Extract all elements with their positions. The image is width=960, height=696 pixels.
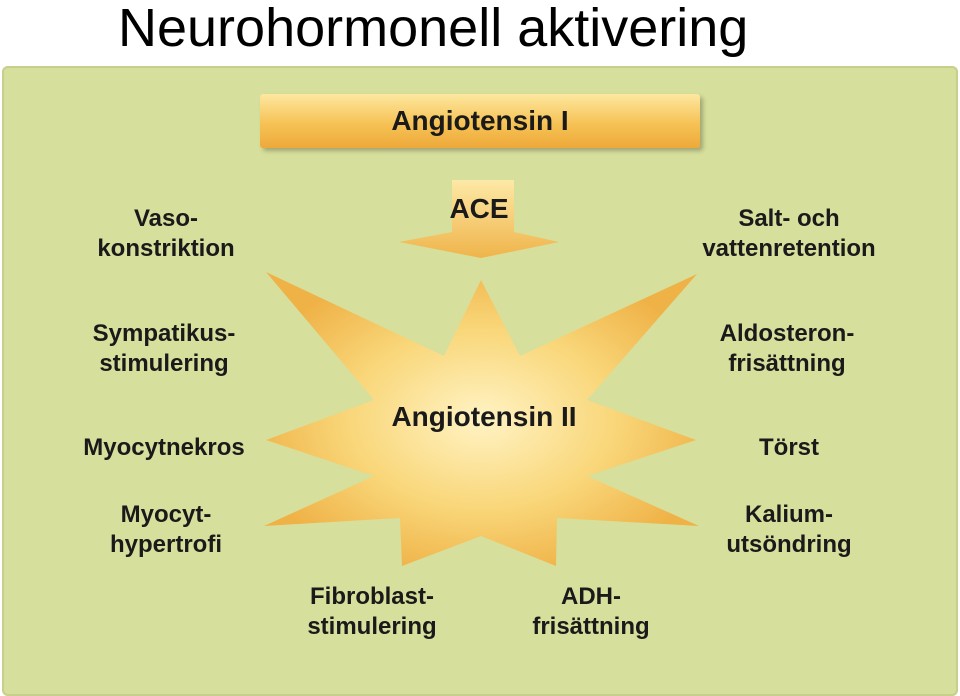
effect-sympatikusstimulering: Sympatikus- stimulering [92,320,236,377]
effect-adhfrisattning: ADH- frisättning [532,583,650,640]
diagram-panel: Angiotensin I ACE Angiotensin II Vaso- k… [2,66,958,696]
ace-arrow [399,180,559,258]
effect-fibroblaststimulering: Fibroblast- stimulering [307,583,437,640]
effect-salt-vattenretention: Salt- och vattenretention [702,205,876,262]
angiotensin-ii-label: Angiotensin II [391,401,577,432]
ace-label: ACE [449,193,509,224]
effect-myocytnekros: Myocytnekros [83,434,245,461]
angiotensin-i-label: Angiotensin I [391,105,569,136]
effect-kaliumutsondring: Kalium- utsöndring [726,501,852,558]
angiotensin-i-box: Angiotensin I [260,94,700,148]
effect-torst: Törst [759,434,819,461]
effect-vasokonstriktion: Vaso- konstriktion [97,205,235,262]
effect-myocythypertrofi: Myocyt- hypertrofi [109,501,223,558]
diagram-graphics [264,180,699,566]
effect-aldosteronfrisattning: Aldosteron- frisättning [719,320,855,377]
angiotensin-ii-star [264,272,699,566]
slide-title: Neurohormonell aktivering [118,0,749,58]
